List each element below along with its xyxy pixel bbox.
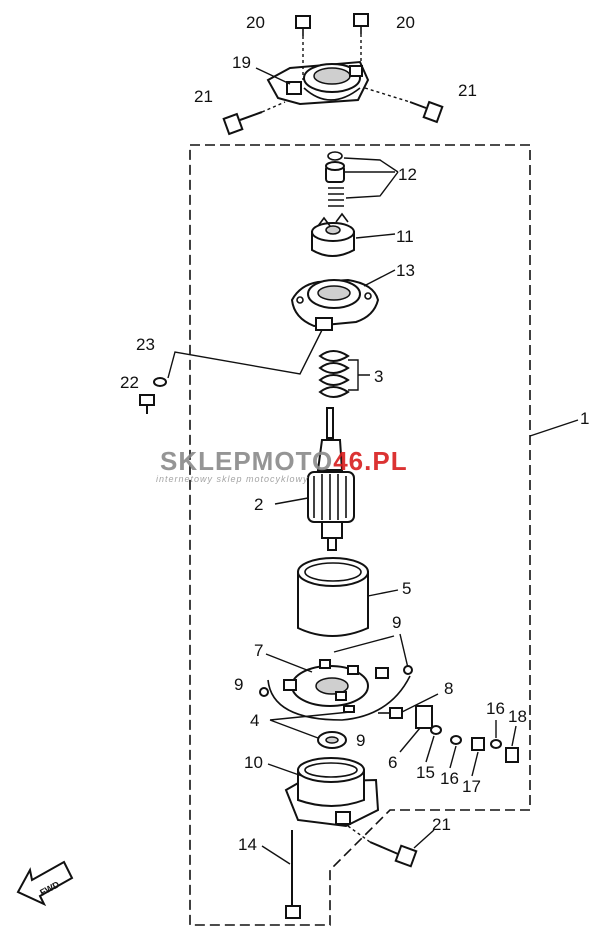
screw-22 (139, 394, 155, 414)
leader-9-top (333, 635, 395, 653)
terminal-bolt (378, 707, 403, 719)
callout-9-bottom: 9 (356, 731, 365, 750)
plate-6 (415, 705, 433, 729)
leader-21-rear (413, 829, 435, 849)
watermark-brand-right: 46.PL (333, 446, 407, 476)
leader-13 (363, 269, 396, 287)
washer-16-b (490, 739, 502, 749)
callout-6: 6 (388, 753, 397, 772)
leader-4 (269, 711, 351, 739)
callout-21-top-left: 21 (194, 87, 213, 106)
callout-2: 2 (254, 495, 263, 514)
washers-4 (317, 731, 347, 749)
fwd-arrow-icon: FWD (16, 860, 74, 907)
bolt-21-rear (347, 825, 418, 868)
leader-5 (367, 589, 399, 597)
callout-21-rear: 21 (432, 815, 451, 834)
callout-19: 19 (232, 53, 251, 72)
callout-17: 17 (462, 777, 481, 796)
callout-9-left: 9 (234, 675, 243, 694)
brush-holder (267, 659, 411, 721)
leader-8 (401, 693, 439, 713)
nut-17 (471, 737, 485, 751)
leader-9-top-b (399, 633, 409, 669)
bolt-21-top-left (222, 101, 286, 136)
washer-15 (430, 725, 442, 735)
leader-6 (399, 727, 421, 753)
callout-5: 5 (402, 579, 411, 598)
bolt-21-top-right (364, 87, 444, 124)
callout-9-top: 9 (392, 613, 401, 632)
washer-23 (153, 377, 167, 387)
armature (307, 407, 355, 551)
screw-9-left (259, 687, 269, 697)
callout-16-right: 16 (486, 699, 505, 718)
assembly-boundary (189, 144, 531, 926)
pinion-gear (311, 212, 355, 257)
leader-12 (343, 157, 399, 199)
callout-12: 12 (398, 165, 417, 184)
nut-18 (505, 747, 519, 763)
watermark-tagline: internetowy sklep motocyklowy (156, 474, 309, 484)
callout-4: 4 (250, 711, 259, 730)
callout-3: 3 (374, 367, 383, 386)
leader-17 (471, 751, 479, 777)
leader-3 (348, 359, 370, 391)
leader-23 (167, 329, 323, 379)
callout-15: 15 (416, 763, 435, 782)
brush-springs (318, 350, 350, 398)
rear-bracket (284, 757, 380, 828)
callout-21-top-right: 21 (458, 81, 477, 100)
leader-11 (355, 233, 396, 239)
bolt-20-left (295, 15, 311, 80)
bolt-20-right (353, 13, 369, 66)
leader-16a (449, 745, 457, 769)
through-bolt (285, 830, 301, 919)
callout-20-right: 20 (396, 13, 415, 32)
callout-8: 8 (444, 679, 453, 698)
callout-11: 11 (396, 227, 414, 246)
callout-23: 23 (136, 335, 155, 354)
callout-14: 14 (238, 835, 257, 854)
front-bracket (290, 278, 380, 331)
washer-16-a (450, 735, 462, 745)
callout-10: 10 (244, 753, 263, 772)
leader-14 (261, 845, 291, 865)
callout-16-left: 16 (440, 769, 459, 788)
callout-18: 18 (508, 707, 527, 726)
svg-text:SKLEPMOTO46.PL: SKLEPMOTO46.PL (160, 446, 408, 476)
yoke (297, 557, 369, 637)
leader-10 (267, 763, 303, 777)
leader-1 (529, 419, 579, 437)
callout-20-left: 20 (246, 13, 265, 32)
leader-2 (274, 497, 309, 505)
leader-15 (425, 735, 435, 763)
top-bracket (266, 60, 370, 106)
callout-7: 7 (254, 641, 263, 660)
callout-22: 22 (120, 373, 139, 392)
leader-19 (255, 67, 291, 85)
callout-1: 1 (580, 409, 589, 428)
leader-18 (511, 725, 517, 747)
watermark-brand-left: SKLEPMOTO (160, 446, 333, 476)
callout-13: 13 (396, 261, 415, 280)
watermark: SKLEPMOTO46.PL internetowy sklep motocyk… (156, 446, 408, 484)
leader-7 (265, 653, 313, 673)
spring-cap-set (325, 151, 345, 207)
screw-9-right (403, 665, 413, 675)
